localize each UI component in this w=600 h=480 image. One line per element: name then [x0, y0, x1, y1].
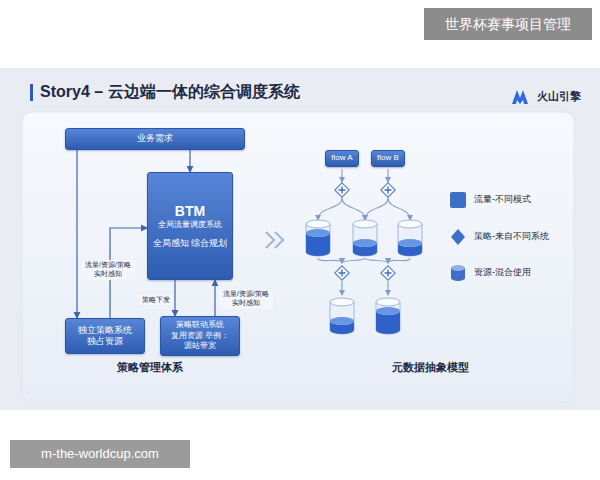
legend-item: 流量-不同模式: [450, 192, 531, 208]
edge-label: 策略下发: [139, 295, 173, 306]
flow-lines: [318, 169, 410, 295]
strategy-system-box: 策略联动系统 复用资源 举例：源站带宽: [160, 316, 240, 356]
resource-cylinder: [376, 298, 400, 334]
edge-label: 流量/资源/策略 实时感知: [219, 289, 273, 309]
connector-arrow: [189, 150, 190, 172]
strategy-diamond: [335, 183, 349, 197]
section-caption: 策略管理体系: [90, 360, 210, 374]
flow-line: [318, 198, 342, 220]
legend-shape: [450, 228, 466, 246]
flow-line: [387, 169, 388, 182]
legend-diamond: [451, 229, 465, 245]
edge-label: 流量/资源/策略 实时感知: [81, 260, 135, 280]
watermark: m-the-worldcup.com: [10, 440, 190, 468]
legend-text: 资源-混合使用: [474, 267, 531, 279]
demand-box: 业务需求: [65, 128, 245, 150]
btm-system-box: BTM全局流量调度系统全局感知 综合规划: [147, 172, 233, 280]
watermark: 世界杯赛事项目管理: [424, 8, 592, 40]
chevron: [275, 232, 283, 248]
flow-line: [365, 198, 388, 220]
resource-cylinder: [353, 220, 377, 256]
resource-cylinder: [330, 298, 354, 334]
legend-item: 策略-来自不同系统: [450, 228, 549, 246]
flow-line: [365, 258, 388, 263]
node-text: 策略联动系统 复用资源 举例：源站带宽: [165, 320, 235, 351]
flow-line: [318, 258, 342, 263]
legend-shape: [450, 264, 466, 282]
node-text: 独立策略系统 独占资源: [70, 325, 140, 347]
node-text: 业务需求: [137, 133, 173, 145]
flow-line: [388, 198, 410, 220]
flow-line: [341, 169, 342, 182]
chevron: [266, 232, 274, 248]
node-text: flow B: [377, 153, 399, 163]
flow-line: [342, 198, 365, 220]
flow-line: [342, 258, 365, 263]
slide-ground: [0, 68, 600, 410]
resource-cylinder: [306, 220, 330, 256]
legend-swatch: [450, 192, 466, 208]
logo-mark: [512, 90, 528, 104]
title-bar: [30, 84, 33, 101]
legend-item: 资源-混合使用: [450, 264, 531, 282]
logo-icon: [512, 90, 528, 104]
connector-arrow: [214, 280, 215, 316]
legend-cylinder-top: [451, 265, 465, 271]
legend-text: 流量-不同模式: [474, 194, 531, 206]
flow-box: flow A: [325, 150, 359, 167]
flow-line: [387, 281, 388, 295]
logo-text: 火山引擎: [531, 89, 587, 103]
flow-line: [341, 281, 342, 295]
node-text: 全局流量调度系统: [158, 220, 222, 230]
node-text: BTM: [175, 202, 205, 220]
connector-arrow: [174, 280, 175, 316]
section-caption: 元数据抽象模型: [360, 360, 500, 374]
strategy-system-box: 独立策略系统 独占资源: [65, 318, 145, 354]
node-text: flow A: [331, 153, 352, 163]
node-text: 全局感知 综合规划: [153, 238, 228, 250]
legend-text: 策略-来自不同系统: [474, 231, 549, 243]
content-panel: [22, 112, 574, 402]
flow-box: flow B: [371, 150, 405, 167]
flow-line: [388, 258, 410, 263]
slide-title: Story4 – 云边端一体的综合调度系统: [40, 82, 300, 103]
strategy-diamond: [335, 266, 349, 280]
chevron-symbol: [266, 232, 283, 248]
resource-cylinder: [398, 220, 422, 256]
strategy-diamond: [381, 266, 395, 280]
connector-arrow: [76, 150, 77, 318]
strategy-diamond: [381, 183, 395, 197]
